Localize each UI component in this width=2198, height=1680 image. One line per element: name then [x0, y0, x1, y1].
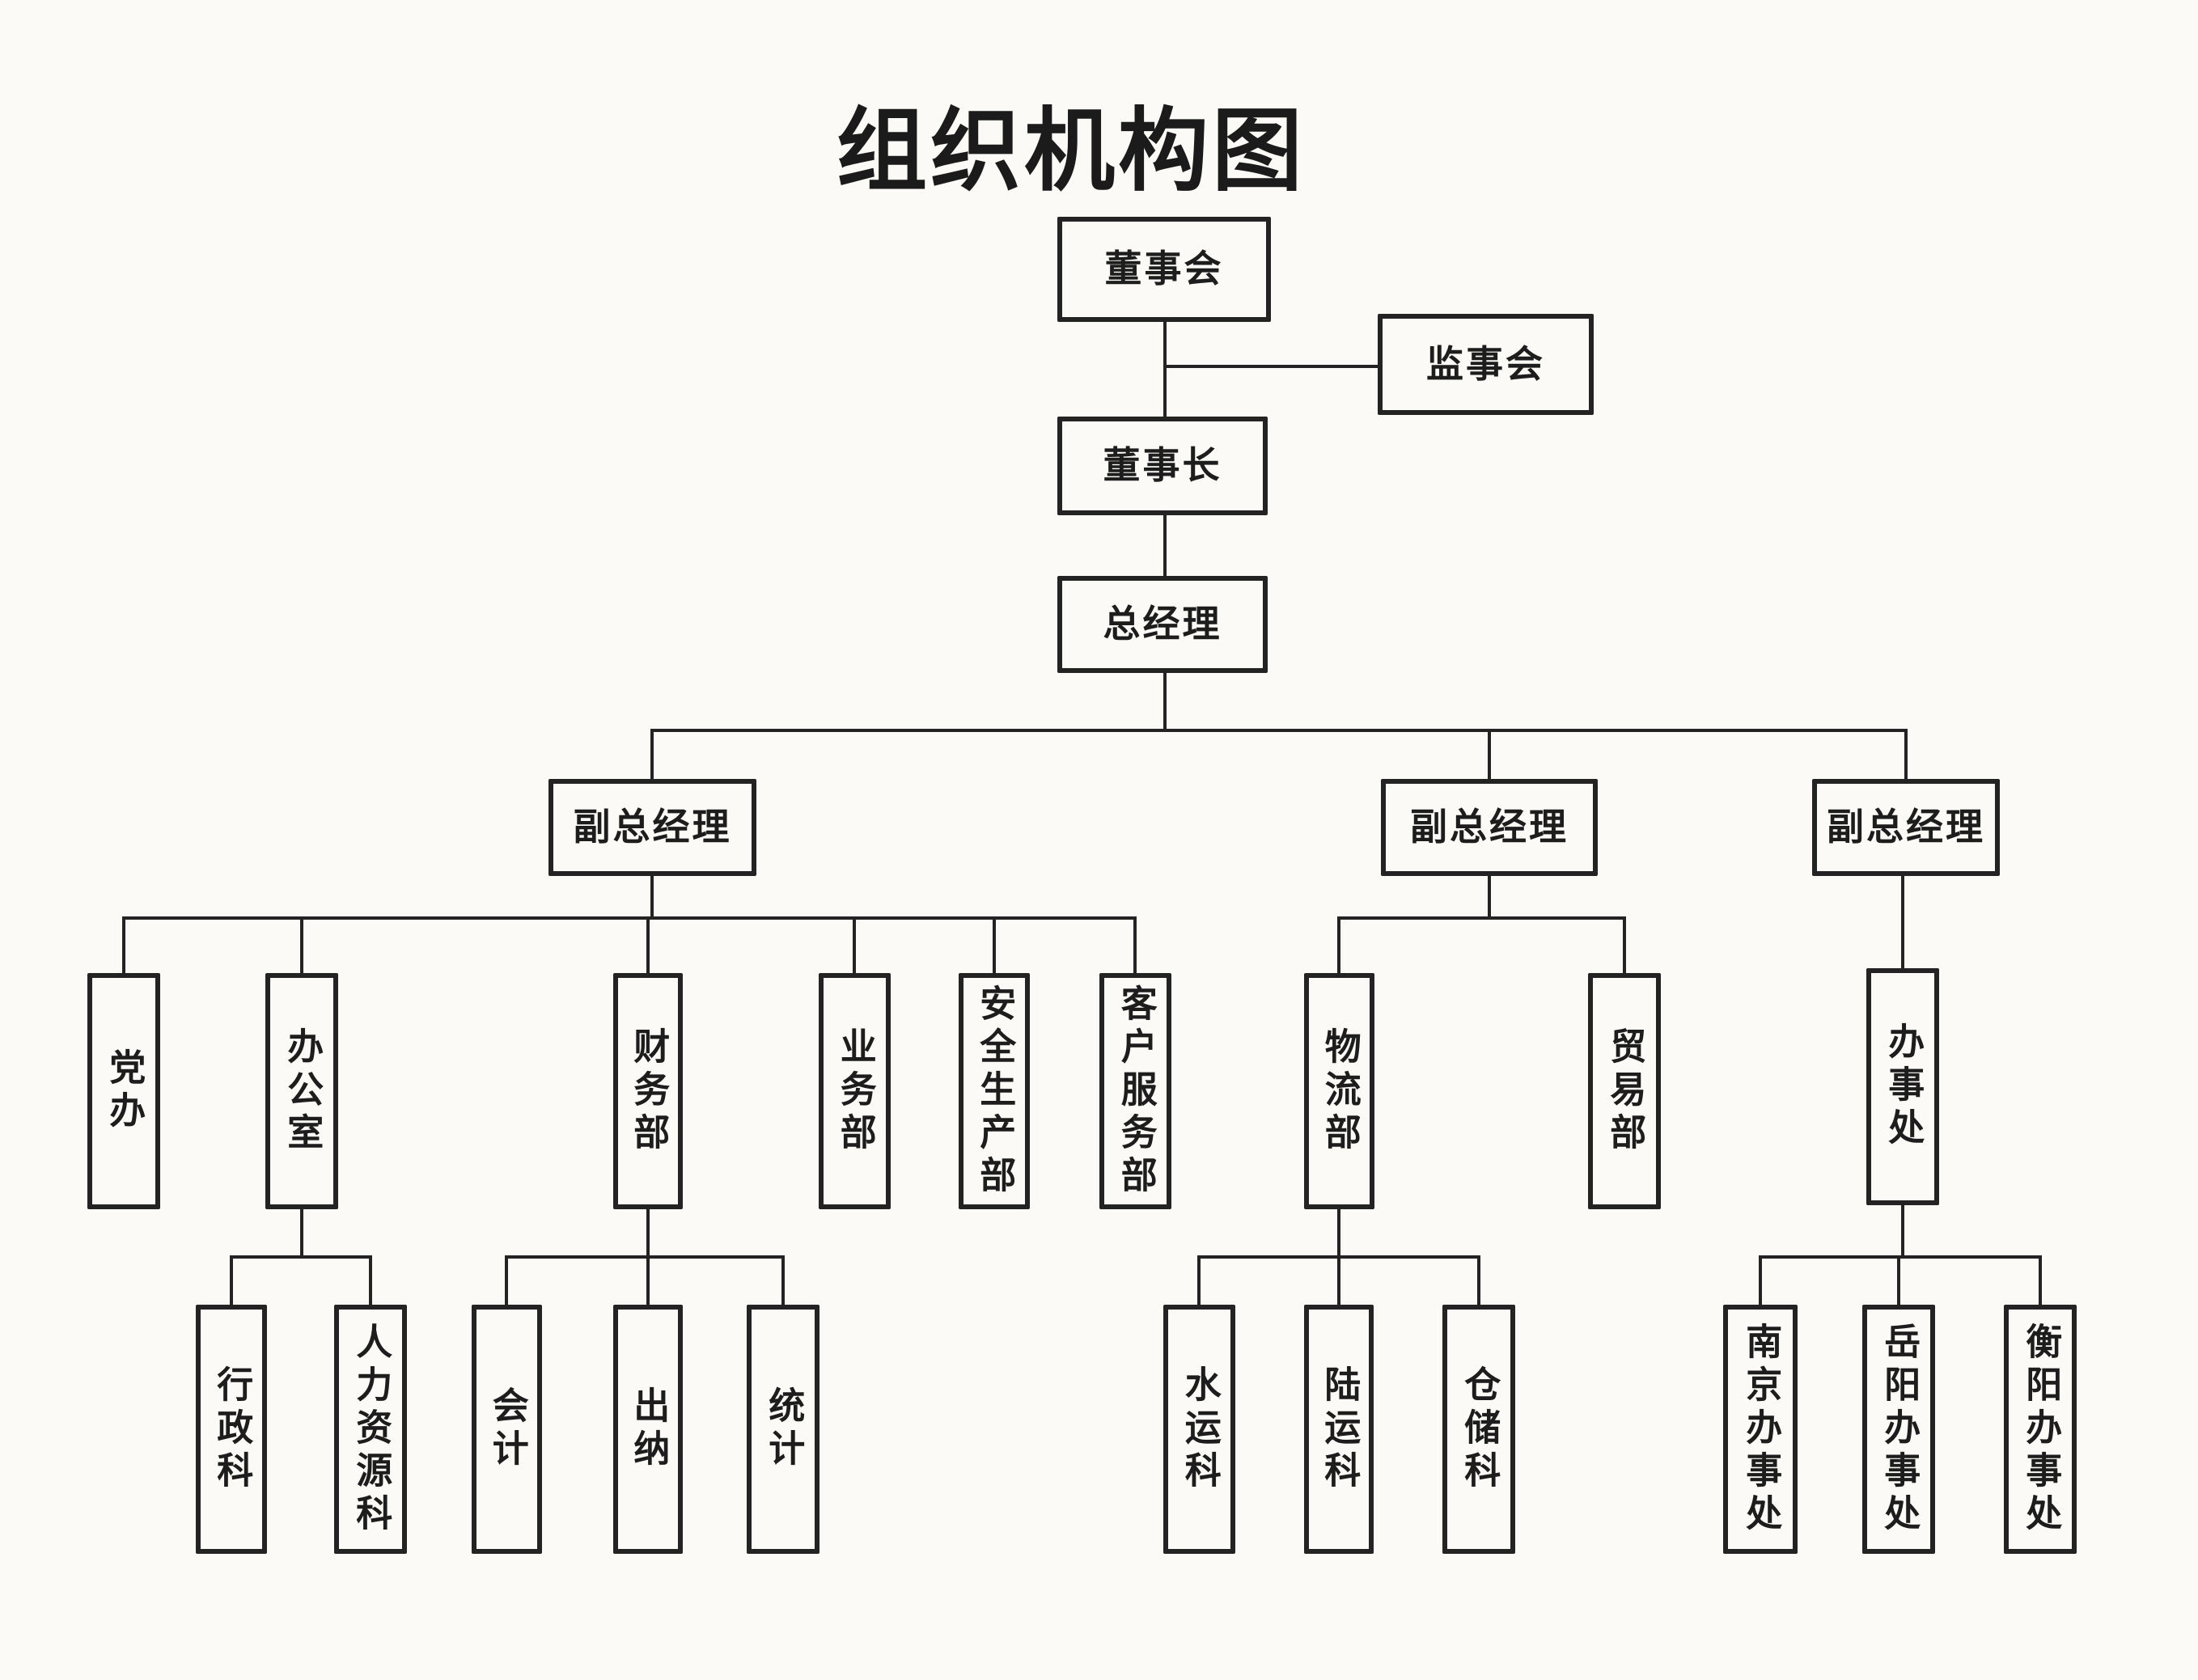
node-cashier: 出纳 [613, 1305, 683, 1554]
node-party-office: 党办 [87, 973, 160, 1209]
node-label: 财务部 [628, 1026, 669, 1156]
node-label: 副总经理 [1827, 806, 1985, 848]
node-label: 办公室 [282, 1026, 323, 1156]
node-deputy-gm-1: 副总经理 [548, 779, 756, 876]
node-trade-dept: 贸易部 [1588, 973, 1661, 1209]
node-deputy-gm-2: 副总经理 [1381, 779, 1598, 876]
connector-drop-office [300, 918, 303, 973]
node-label: 物流部 [1319, 1026, 1360, 1156]
node-finance-dept: 财务部 [613, 973, 683, 1209]
connector-vgm2-groupline [1488, 876, 1491, 918]
node-label: 董事长 [1103, 445, 1222, 487]
connector-drop-customer [1133, 918, 1137, 973]
node-water-transport-section: 水运科 [1163, 1305, 1235, 1554]
connector-supervisory-link [1163, 365, 1379, 368]
connector-vgm1-groupline [650, 876, 654, 918]
connector-main-line [650, 729, 1908, 732]
connector-drop-yueyang [1897, 1257, 1900, 1305]
connector-group1-line [122, 916, 1137, 920]
connector-group2-line [1337, 916, 1626, 920]
connector-drop-vgm2 [1488, 730, 1491, 779]
connector-drop-nanjing [1759, 1257, 1762, 1305]
node-supervisory-board: 监事会 [1378, 314, 1594, 415]
node-label: 南京办事处 [1740, 1322, 1781, 1537]
node-label: 董事会 [1104, 248, 1224, 290]
connector-drop-land [1337, 1257, 1340, 1305]
connector-drop-warehouse [1477, 1257, 1480, 1305]
connector-chairman-gm [1163, 515, 1167, 576]
connector-drop-trade [1623, 918, 1626, 973]
node-label: 仓储科 [1459, 1365, 1500, 1494]
connector-office-children-line [230, 1255, 372, 1259]
node-statistics: 统计 [747, 1305, 819, 1554]
node-label: 水运科 [1179, 1365, 1220, 1494]
node-land-transport-section: 陆运科 [1304, 1305, 1374, 1554]
connector-board-chairman [1163, 321, 1167, 417]
connector-branch-subline [1901, 1205, 1904, 1259]
node-chairman: 董事长 [1057, 417, 1268, 515]
node-label: 贸易部 [1604, 1026, 1645, 1156]
connector-drop-hr [369, 1257, 372, 1305]
connector-drop-hengyang [2039, 1257, 2042, 1305]
node-label: 会计 [486, 1386, 527, 1472]
node-label: 客户服务部 [1115, 984, 1156, 1199]
node-label: 岳阳办事处 [1878, 1322, 1920, 1537]
connector-gm-mainline [1163, 673, 1167, 730]
connector-drop-vgm3 [1904, 730, 1908, 779]
node-accounting: 会计 [472, 1305, 542, 1554]
connector-drop-accounting [505, 1257, 508, 1305]
node-hengyang-office: 衡阳办事处 [2004, 1305, 2077, 1554]
node-label: 业务部 [834, 1026, 875, 1156]
node-label: 出纳 [628, 1386, 669, 1472]
connector-drop-business [853, 918, 856, 973]
node-warehouse-section: 仓储科 [1442, 1305, 1515, 1554]
node-nanjing-office: 南京办事处 [1723, 1305, 1798, 1554]
node-label: 人力资源科 [350, 1322, 392, 1537]
node-label: 安全生产部 [974, 984, 1015, 1199]
node-label: 总经理 [1103, 603, 1222, 645]
connector-logistics-subline [1337, 1209, 1340, 1259]
node-label: 衡阳办事处 [2020, 1322, 2061, 1537]
connector-vgm3-branch [1901, 876, 1904, 968]
connector-drop-safety [993, 918, 996, 973]
connector-office-subline [300, 1209, 303, 1259]
node-label: 副总经理 [1410, 806, 1569, 848]
node-yueyang-office: 岳阳办事处 [1862, 1305, 1935, 1554]
connector-finance-subline [646, 1209, 650, 1259]
connector-drop-vgm1 [650, 730, 654, 779]
node-admin-section: 行政科 [196, 1305, 267, 1554]
connector-finance-children-line [505, 1255, 785, 1259]
connector-drop-statistics [781, 1257, 785, 1305]
chart-title: 组织机构图 [836, 102, 1306, 202]
connector-branch-children-line [1759, 1255, 2042, 1259]
connector-drop-admin [230, 1257, 233, 1305]
node-label: 监事会 [1426, 343, 1545, 385]
connector-drop-finance [646, 918, 650, 973]
node-label: 陆运科 [1319, 1365, 1360, 1494]
node-customer-service-dept: 客户服务部 [1099, 973, 1171, 1209]
node-safety-production-dept: 安全生产部 [959, 973, 1030, 1209]
node-hr-section: 人力资源科 [334, 1305, 407, 1554]
node-logistics-dept: 物流部 [1304, 973, 1374, 1209]
node-deputy-gm-3: 副总经理 [1812, 779, 2000, 876]
node-label: 行政科 [211, 1365, 252, 1494]
connector-drop-dangban [122, 918, 125, 973]
node-business-dept: 业务部 [819, 973, 891, 1209]
connector-drop-water [1197, 1257, 1201, 1305]
connector-drop-cashier [646, 1257, 650, 1305]
node-general-office: 办公室 [265, 973, 338, 1209]
node-label: 统计 [763, 1386, 804, 1472]
node-label: 党办 [104, 1048, 145, 1134]
node-branch-offices: 办事处 [1866, 968, 1939, 1205]
node-label: 办事处 [1882, 1022, 1924, 1151]
node-label: 副总经理 [573, 806, 732, 848]
node-board-of-directors: 董事会 [1057, 217, 1271, 322]
node-general-manager: 总经理 [1057, 576, 1268, 673]
connector-drop-logistics [1337, 918, 1340, 973]
